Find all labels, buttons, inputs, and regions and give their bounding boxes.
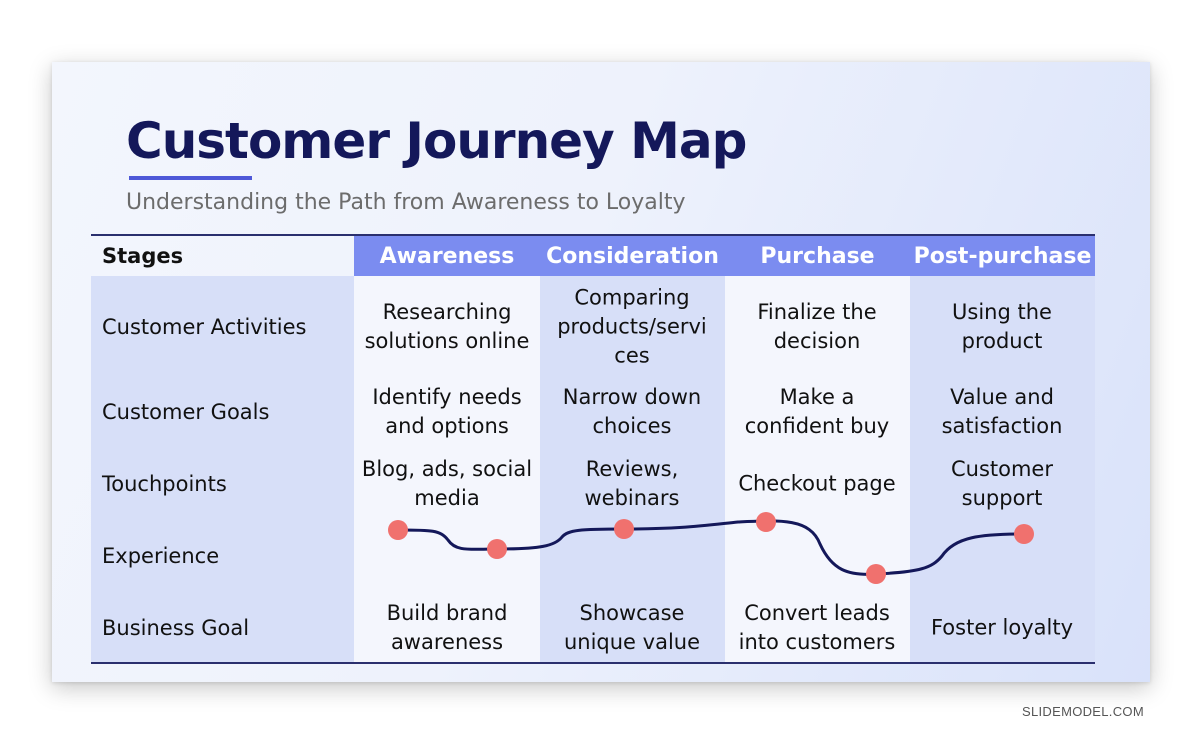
row-label-business-goal: Business Goal xyxy=(102,616,250,640)
stage-header-purchase: Purchase xyxy=(725,236,910,276)
cell-goals-consideration: Narrow down choices xyxy=(562,385,702,438)
header-row: Stages Awareness Consideration Purchase … xyxy=(91,236,1095,276)
cell-touchpoints-awareness: Blog, ads, social media xyxy=(361,457,533,510)
row-label-customer-activities: Customer Activities xyxy=(102,315,307,339)
cell-goals-post-purchase: Value and satisfaction xyxy=(941,385,1063,438)
row-label-touchpoints: Touchpoints xyxy=(102,472,227,496)
cell-goals-awareness: Identify needs and options xyxy=(372,385,522,438)
cell-touchpoints-post-purchase: Customer support xyxy=(950,457,1053,510)
slide: Customer Journey Map Understanding the P… xyxy=(52,62,1150,682)
row-label-column xyxy=(91,276,354,662)
stage-column-post-purchase xyxy=(910,276,1095,662)
cell-touchpoints-consideration: Reviews, webinars xyxy=(584,457,680,510)
cell-touchpoints-purchase: Checkout page xyxy=(738,471,896,496)
cell-activities-awareness: Researching solutions online xyxy=(364,300,530,353)
cell-activities-post-purchase: Using the product xyxy=(952,300,1052,353)
slide-subtitle: Understanding the Path from Awareness to… xyxy=(126,190,686,215)
cell-business-purchase: Convert leads into customers xyxy=(738,601,896,654)
cell-goals-purchase: Make a confident buy xyxy=(744,385,890,438)
stage-header-awareness: Awareness xyxy=(354,236,540,276)
stage-column-purchase xyxy=(725,276,910,662)
row-label-experience: Experience xyxy=(102,544,220,568)
cell-business-consideration: Showcase unique value xyxy=(563,601,701,654)
table-top-rule xyxy=(91,234,1095,236)
cell-business-post-purchase: Foster loyalty xyxy=(930,615,1074,640)
cell-activities-consideration: Comparing products/servi ces xyxy=(557,285,707,368)
stage-header-consideration: Consideration xyxy=(540,236,725,276)
stage-header-post-purchase: Post-purchase xyxy=(910,236,1095,276)
cell-activities-purchase: Finalize the decision xyxy=(757,300,877,353)
journey-table: Stages Awareness Consideration Purchase … xyxy=(91,234,1095,664)
cell-business-awareness: Build brand awareness xyxy=(386,601,508,654)
title-underline xyxy=(129,176,252,180)
stages-header: Stages xyxy=(102,244,184,268)
stage-column-awareness xyxy=(354,276,540,662)
slide-title: Customer Journey Map xyxy=(126,112,747,170)
watermark: SLIDEMODEL.COM xyxy=(1022,704,1144,719)
row-label-customer-goals: Customer Goals xyxy=(102,400,270,424)
table-bottom-rule xyxy=(91,662,1095,664)
stage-column-consideration xyxy=(540,276,725,662)
